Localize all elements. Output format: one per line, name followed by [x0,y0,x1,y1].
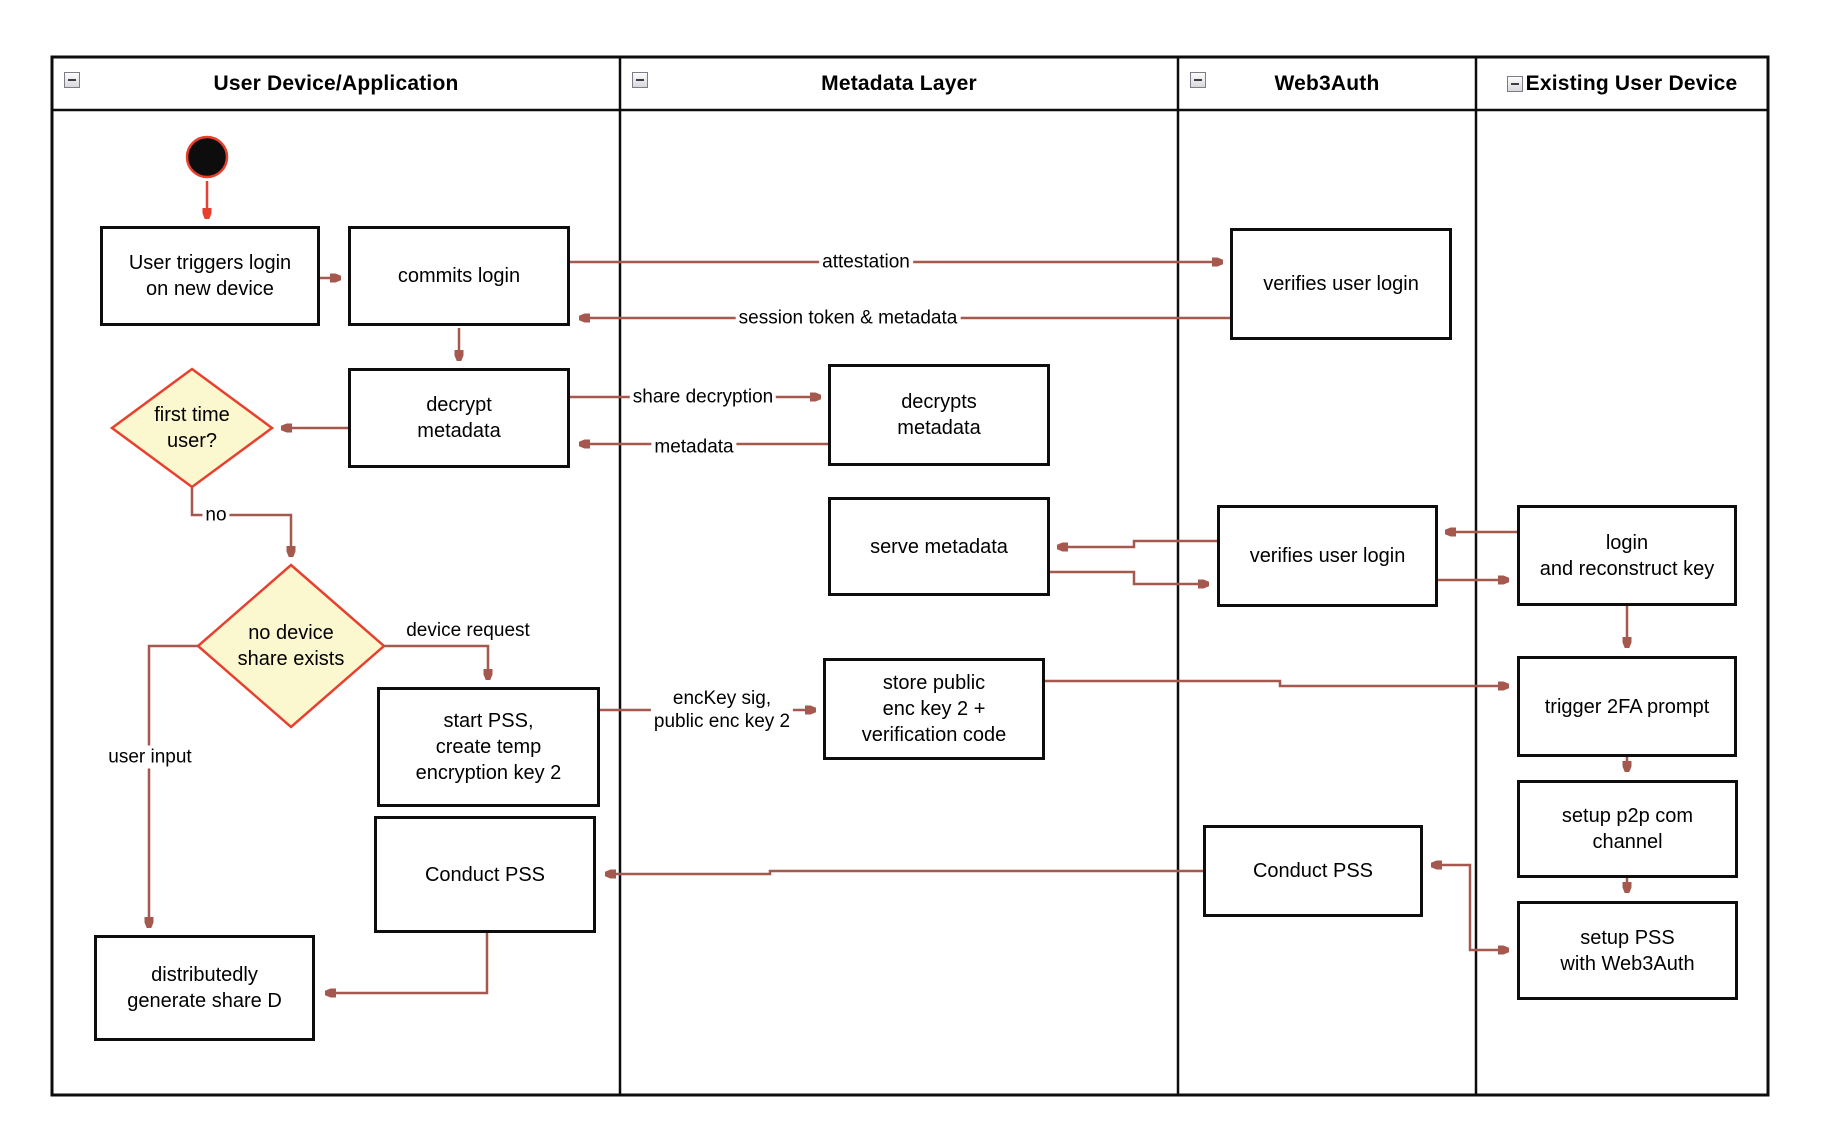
node-start-pss: start PSS, create temp encryption key 2 [377,687,600,807]
node-decrypt-metadata: decrypt metadata [348,368,570,468]
lane-header-user-device: User Device/Application [52,57,620,110]
lane-header-existing-user-device: Existing User Device [1476,57,1768,110]
edge-label-metadata: metadata [651,435,737,459]
lane-title: Existing User Device [1525,71,1738,95]
node-conduct-pss-user-device: Conduct PSS [374,816,596,933]
start-node [185,135,229,179]
edge-label-device-request: device request [403,619,533,642]
edge-verifies2-to-serve [1058,539,1217,547]
edge-store-to-trigger [1045,679,1508,686]
collapse-icon[interactable] [1190,72,1206,88]
node-store-public-enc-key: store public enc key 2 + verification co… [823,658,1045,760]
node-trigger-2fa-prompt: trigger 2FA prompt [1517,656,1737,757]
edge-label-user-input: user input [105,745,195,769]
node-login-and-reconstruct-key: login and reconstruct key [1517,505,1737,606]
node-distributedly-generate-share: distributedly generate share D [94,935,315,1041]
lane-title: Metadata Layer [821,71,977,95]
lane-title: Web3Auth [1274,71,1380,95]
edge-device-request [384,644,488,679]
edge-label-share-decryption: share decryption [629,385,777,409]
edge-conduct-right-to-left [606,871,1203,874]
node-commits-login: commits login [348,226,570,326]
node-verifies-user-login-1: verifies user login [1230,228,1452,340]
decision-no-device-share-label: no device share exists [237,622,345,670]
node-decrypts-metadata: decrypts metadata [828,364,1050,466]
node-serve-metadata: serve metadata [828,497,1050,596]
edge-conduct-to-distributedly [326,933,489,993]
node-setup-pss-web3auth: setup PSS with Web3Auth [1517,901,1738,1000]
collapse-icon[interactable] [64,72,80,88]
decision-first-time-user-label: first time user? [154,404,230,452]
node-verifies-user-login-2: verifies user login [1217,505,1438,607]
edge-label-attestation: attestation [819,250,913,274]
lane-header-web3auth: Web3Auth [1178,57,1476,110]
node-setup-p2p-channel: setup p2p com channel [1517,780,1738,878]
edge-label-enckey-sig: encKey sig, public enc key 2 [650,687,794,733]
edge-serve-to-verifies2 [1050,570,1208,584]
edge-setup-pss-conduct-pss-link [1432,865,1508,950]
decision-no-device-share-shape [196,563,386,729]
collapse-icon[interactable] [632,72,648,88]
collapse-icon[interactable] [1506,75,1523,92]
node-user-triggers-login: User triggers login on new device [100,226,320,326]
diagram-frame [50,55,1770,1097]
node-conduct-pss-web3auth: Conduct PSS [1203,825,1423,917]
edge-label-session-token: session token & metadata [735,306,961,330]
edge-no-branch [190,487,291,556]
edge-user-input [149,644,198,927]
lane-title: User Device/Application [213,71,459,95]
lane-header-metadata-layer: Metadata Layer [620,57,1178,110]
edge-label-no: no [202,503,230,527]
